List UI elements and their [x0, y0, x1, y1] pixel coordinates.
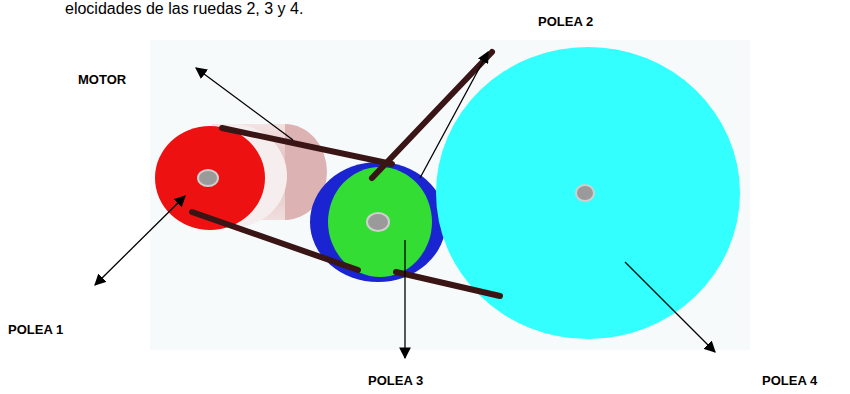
ground [150, 40, 750, 350]
instruction-text: elocidades de las ruedas 2, 3 y 4. [65, 0, 303, 18]
pulley-3 [328, 167, 432, 277]
belts [192, 52, 500, 296]
pulley-1 [155, 126, 265, 230]
part-label: POLEA 2 [538, 14, 593, 29]
part-label: POLEA 4 [762, 373, 817, 388]
pulley-2 [310, 162, 446, 282]
part-label: POLEA 3 [368, 373, 423, 388]
part-label: POLEA 1 [8, 322, 63, 337]
pulley-4 [436, 47, 740, 339]
leader-arrows [95, 52, 715, 358]
part-label: MOTOR [78, 72, 126, 87]
